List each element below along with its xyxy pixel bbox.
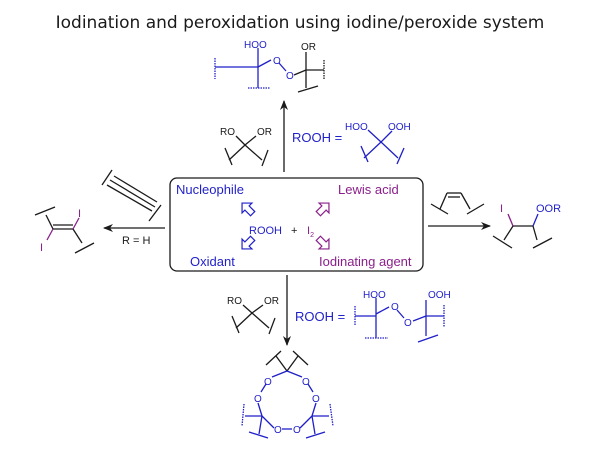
- top-rooh-hoo: HOO: [345, 122, 368, 133]
- ring-o3: O: [254, 394, 262, 405]
- arrow-to-oxidant-icon: [241, 235, 256, 250]
- bottom-reagent-ro: RO: [227, 296, 242, 307]
- arrow-to-iodinating-agent-icon: [315, 235, 330, 250]
- oxidant-label: Oxidant: [190, 254, 235, 269]
- top-reagent-ro: RO: [220, 127, 235, 138]
- bottom-reagent-or: OR: [264, 296, 279, 307]
- page-title: Iodination and peroxidation using iodine…: [56, 13, 545, 33]
- top-product-or: OR: [301, 42, 316, 53]
- top-product-hoo: HOO: [244, 40, 267, 51]
- ring-o6: O: [293, 425, 301, 436]
- bottom-reagent-ketal: RO OR: [227, 296, 279, 335]
- bottom-rooh-ooh: OOH: [428, 290, 451, 301]
- center-box: Nucleophile Oxidant Lewis acid Iodinatin…: [169, 177, 424, 272]
- arrow-to-lewis-acid-icon: [315, 202, 330, 217]
- bottom-rooh-label: ROOH =: [295, 309, 345, 324]
- right-product-iodoperoxide: I OOR: [492, 203, 561, 249]
- ring-o4: O: [312, 394, 320, 405]
- iodinating-agent-label: Iodinating agent: [319, 254, 412, 269]
- top-reagent-ketal: RO OR: [220, 127, 272, 167]
- top-rooh-ooh: OOH: [388, 122, 411, 133]
- right-product-i: I: [500, 203, 503, 215]
- right-alkene-reagent: [430, 192, 485, 215]
- right-product-oor: OOR: [536, 203, 561, 215]
- left-alkyne-reagent: [101, 169, 162, 222]
- bottom-rooh-o2: O: [404, 318, 412, 329]
- left-condition: R = H: [122, 235, 150, 247]
- arrow-to-nucleophile-icon: [241, 202, 256, 217]
- bottom-product-triperoxide: O O O O O O: [241, 350, 334, 439]
- center-rooh: ROOH: [249, 225, 282, 237]
- center-plus: +: [291, 225, 297, 237]
- left-product-i-bottom: I: [40, 242, 43, 254]
- top-product-o2: O: [286, 71, 294, 82]
- nucleophile-label: Nucleophile: [176, 182, 244, 197]
- ring-o5: O: [274, 425, 282, 436]
- lewis-acid-label: Lewis acid: [338, 182, 399, 197]
- top-product-structure: HOO O O OR: [214, 40, 325, 93]
- top-reagent-or: OR: [257, 127, 272, 138]
- left-product-diiodoalkene: I I: [34, 206, 95, 254]
- top-product-o1: O: [273, 56, 281, 67]
- ring-o2: O: [302, 377, 310, 388]
- bottom-rooh-hoo: HOO: [363, 290, 386, 301]
- center-iodine: I2: [307, 225, 314, 239]
- top-rooh-label: ROOH =: [292, 130, 342, 145]
- bottom-rooh-o1: O: [391, 302, 399, 313]
- ring-o1: O: [264, 377, 272, 388]
- left-product-i-top: I: [78, 208, 81, 220]
- bottom-rooh-definition: ROOH = HOO O O OOH: [295, 290, 451, 343]
- top-rooh-definition: ROOH = HOO OOH: [292, 122, 411, 165]
